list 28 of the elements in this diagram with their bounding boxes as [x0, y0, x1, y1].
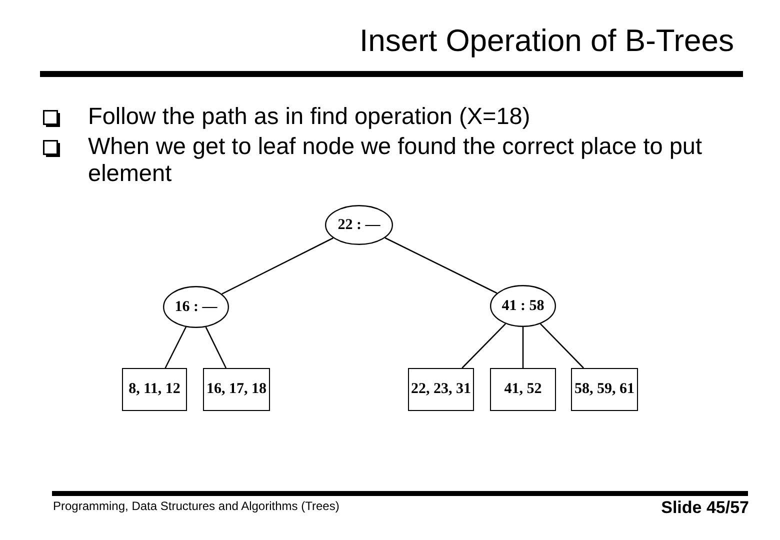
tree-edge-line — [384, 237, 498, 294]
node-keys: 16, 17, 18 — [206, 381, 266, 398]
node-keys: 8, 11, 12 — [128, 381, 180, 398]
node-keys: 22, 23, 31 — [411, 381, 471, 398]
node-keys: 22 : — — [338, 216, 380, 234]
bullet-text: Follow the path as in find operation (X=18) — [88, 103, 532, 130]
tree-edge-line — [205, 326, 227, 368]
slide-number: Slide 45/57 — [661, 498, 749, 518]
leaf-node-box — [490, 368, 556, 411]
internal-node-ellipse — [490, 285, 556, 327]
tree-edge-line — [522, 327, 524, 368]
bullet-text: When we get to leaf node we found the correct place to put element — [88, 133, 703, 187]
internal-node-ellipse — [325, 205, 393, 245]
node-keys: 58, 59, 61 — [574, 381, 634, 398]
footer-text: Programming, Data Structures and Algorithms (Trees) — [53, 499, 340, 513]
slide-title: Insert Operation of B-Trees — [360, 23, 734, 59]
tree-edge-line — [540, 323, 584, 368]
leaf-node-box — [203, 368, 270, 411]
tree-edge-line — [462, 323, 506, 368]
tree-edge-line — [164, 326, 187, 368]
tree-edge-line — [222, 237, 334, 295]
leaf-node-box — [571, 368, 638, 411]
leaf-node-box — [408, 368, 474, 411]
node-keys: 41 : 58 — [502, 298, 544, 314]
node-keys: 41, 52 — [504, 381, 542, 398]
node-keys: 16 : — — [174, 298, 218, 316]
internal-node-ellipse — [163, 286, 229, 328]
leaf-node-box — [122, 368, 187, 411]
